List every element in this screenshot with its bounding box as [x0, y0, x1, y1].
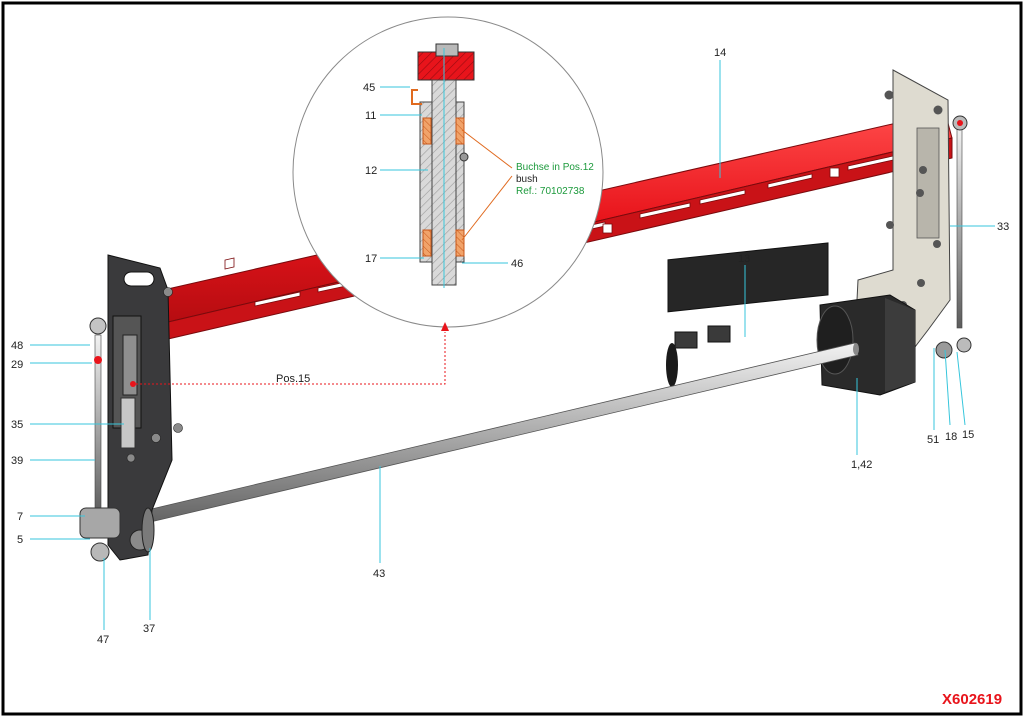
callout-43: 43 [373, 568, 385, 580]
callout-48: 48 [11, 340, 23, 352]
callout-15: 15 [962, 429, 974, 441]
leader-lines [30, 60, 995, 630]
callout-1-42: 1,42 [851, 459, 872, 471]
callout-51: 51 [927, 434, 939, 446]
callout-5: 5 [17, 534, 23, 546]
callout-29: 29 [11, 359, 23, 371]
callout-39: 39 [11, 455, 23, 467]
left-side-plate [107, 254, 183, 561]
callout-7: 7 [17, 511, 23, 523]
drawing-id: X602619 [942, 691, 1002, 708]
callout-37: 37 [143, 623, 155, 635]
pos15-arrow-icon [441, 322, 449, 331]
callout-47: 47 [97, 634, 109, 646]
callout-13: 13 [738, 253, 750, 265]
callout-labels: 14 33 13 1,42 51 18 15 43 48 29 35 39 7 … [11, 47, 1009, 708]
callout-12: 12 [365, 165, 377, 177]
callout-45: 45 [363, 82, 375, 94]
callout-11: 11 [365, 110, 376, 122]
callout-17: 17 [365, 253, 377, 265]
callout-35: 35 [11, 419, 23, 431]
callout-14: 14 [714, 47, 726, 59]
bush-label: Buchse in Pos.12 [516, 162, 594, 173]
left-tie-rod [79, 317, 155, 562]
bush-label-en: bush [516, 174, 538, 185]
callout-18: 18 [945, 431, 957, 443]
gear-motor [666, 242, 916, 396]
bush-ref: Ref.: 70102738 [516, 186, 585, 197]
detail-view [292, 16, 604, 328]
pos15-dotted-line [136, 332, 446, 385]
pos15-label: Pos.15 [276, 373, 310, 385]
right-side-plate [854, 69, 951, 361]
right-tie-rod [935, 115, 972, 359]
callout-46: 46 [511, 258, 523, 270]
drive-shaft [104, 342, 859, 533]
callout-33: 33 [997, 221, 1009, 233]
